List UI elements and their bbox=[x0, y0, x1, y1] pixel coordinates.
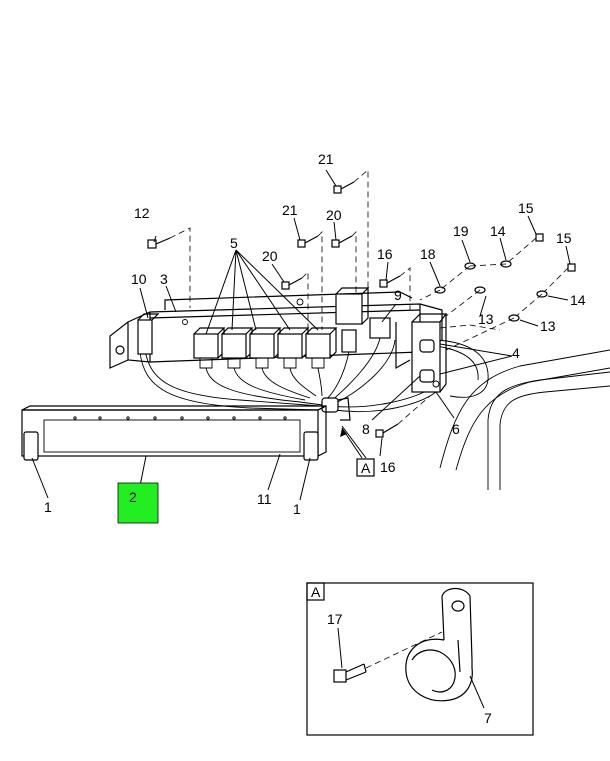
screw-21-top bbox=[333, 169, 369, 300]
relay bbox=[305, 327, 338, 369]
callout-15-a: 15 bbox=[518, 200, 534, 216]
washer-14-a bbox=[469, 260, 512, 268]
end-cap-right bbox=[303, 431, 319, 461]
view-a-reference: A bbox=[340, 427, 375, 477]
callout-8: 8 bbox=[362, 421, 370, 437]
screw-12 bbox=[147, 227, 191, 308]
clip-left bbox=[137, 313, 160, 355]
end-cap-left bbox=[23, 431, 39, 461]
washer-19 bbox=[439, 262, 476, 291]
screw-20-a bbox=[331, 231, 357, 296]
view-a-letter: A bbox=[361, 460, 371, 476]
cover-holes bbox=[73, 416, 287, 420]
relay bbox=[277, 327, 310, 369]
callout-6: 6 bbox=[452, 421, 460, 437]
relay bbox=[193, 327, 226, 369]
callout-7: 7 bbox=[484, 710, 492, 726]
callout-17: 17 bbox=[327, 611, 343, 627]
callout-3: 3 bbox=[160, 271, 168, 287]
screw-16-bottom bbox=[375, 395, 431, 438]
screw-21-mid bbox=[297, 231, 323, 330]
callout-21-top: 21 bbox=[318, 151, 334, 167]
callout-5: 5 bbox=[230, 235, 238, 251]
relay bbox=[249, 327, 282, 369]
connector-block bbox=[335, 287, 391, 353]
callout-16-top: 16 bbox=[377, 246, 393, 262]
washer-13-a bbox=[445, 286, 486, 317]
screw-16-top bbox=[379, 267, 411, 310]
callout-11: 11 bbox=[257, 491, 272, 507]
callout-1-right: 1 bbox=[293, 501, 301, 517]
callout-18: 18 bbox=[420, 246, 436, 262]
fasteners bbox=[147, 169, 576, 438]
callout-14-b: 14 bbox=[570, 292, 586, 308]
callout-9: 9 bbox=[394, 287, 402, 303]
screw-17 bbox=[333, 631, 443, 683]
callout-12: 12 bbox=[134, 205, 150, 221]
callout-19: 19 bbox=[453, 223, 469, 239]
callout-16-bottom: 16 bbox=[380, 459, 396, 475]
callout-1-left: 1 bbox=[44, 499, 52, 515]
callout-14-a: 14 bbox=[490, 223, 506, 239]
callout-20-b: 20 bbox=[262, 248, 278, 264]
nut-15-a bbox=[505, 233, 544, 265]
screw-20-b bbox=[281, 271, 309, 330]
relay bbox=[221, 327, 254, 369]
callout-15-b: 15 bbox=[556, 230, 572, 246]
side-module bbox=[411, 313, 448, 393]
mounting-bracket bbox=[109, 291, 443, 370]
washer-13-b bbox=[445, 314, 520, 351]
cover-panel bbox=[21, 405, 327, 461]
detail-a-letter: A bbox=[311, 584, 321, 600]
highlight-box bbox=[117, 482, 159, 524]
washer-18 bbox=[419, 286, 446, 301]
callout-13-b: 13 bbox=[540, 318, 556, 334]
clamp-7 bbox=[405, 587, 473, 702]
callout-labels: 1 1 11 3 10 5 12 21 21 20 20 16 18 19 14… bbox=[44, 151, 586, 517]
wiring-harness bbox=[139, 337, 489, 421]
detail-view-a: A 17 7 bbox=[306, 582, 534, 736]
highlight-label: 2 bbox=[129, 489, 137, 505]
callout-4: 4 bbox=[512, 345, 520, 361]
nut-15-b bbox=[541, 263, 576, 295]
callout-20-a: 20 bbox=[326, 207, 342, 223]
callout-13-a: 13 bbox=[478, 311, 494, 327]
washer-14-b bbox=[513, 290, 548, 319]
leader-lines bbox=[31, 169, 571, 501]
relay-bank bbox=[193, 327, 338, 369]
callout-21-mid: 21 bbox=[282, 202, 298, 218]
callout-10: 10 bbox=[131, 271, 147, 287]
highlight-2: 2 bbox=[117, 482, 159, 524]
